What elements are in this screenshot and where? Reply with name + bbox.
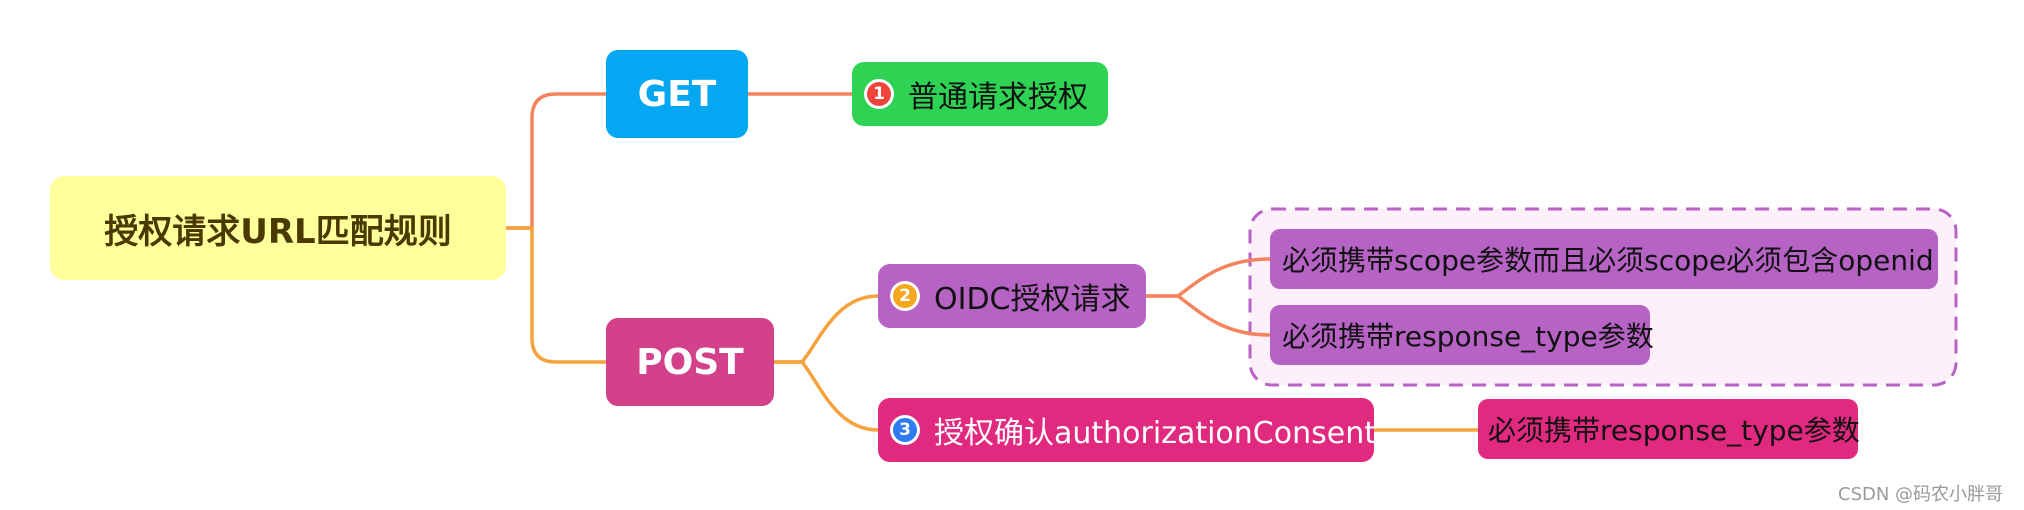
root-to-get-line — [506, 92, 606, 230]
normal-auth-node[interactable]: 1 普通请求授权 — [852, 62, 1108, 126]
get-label: GET — [637, 73, 717, 115]
normal-auth-label: 普通请求授权 — [908, 80, 1088, 115]
oidc-auth-node[interactable]: 2 OIDC授权请求 — [878, 264, 1146, 328]
consent-node[interactable]: 3 授权确认authorizationConsent — [878, 398, 1376, 462]
watermark: CSDN @码农小胖哥 — [1838, 484, 2004, 505]
get-node[interactable]: GET — [606, 50, 748, 138]
consent-label: 授权确认authorizationConsent — [934, 416, 1376, 451]
consent-response-type-requirement-node[interactable]: 必须携带response_type参数 — [1478, 399, 1860, 459]
oidc-scope-requirement-node[interactable]: 必须携带scope参数而且必须scope必须包含openid — [1270, 229, 1938, 289]
number-2-badge-icon: 2 — [890, 281, 920, 311]
oidc-response-type-requirement-label: 必须携带response_type参数 — [1282, 320, 1654, 353]
post-node[interactable]: POST — [606, 318, 774, 406]
post-to-node3-line — [774, 360, 879, 432]
oidc-auth-label: OIDC授权请求 — [934, 282, 1131, 317]
root-node[interactable]: 授权请求URL匹配规则 — [50, 176, 506, 280]
number-1-badge-icon: 1 — [864, 79, 894, 109]
number-3-badge-icon: 3 — [890, 415, 920, 445]
post-label: POST — [636, 341, 744, 383]
consent-response-type-requirement-label: 必须携带response_type参数 — [1488, 414, 1860, 447]
oidc-scope-requirement-label: 必须携带scope参数而且必须scope必须包含openid — [1282, 244, 1934, 277]
oidc-response-type-requirement-node[interactable]: 必须携带response_type参数 — [1270, 305, 1654, 365]
root-to-post-line — [506, 226, 606, 364]
root-label: 授权请求URL匹配规则 — [104, 211, 452, 252]
post-to-node2-line — [774, 294, 879, 364]
node2-to-req1-line — [1146, 257, 1271, 298]
node2-to-req2-line — [1146, 294, 1271, 337]
